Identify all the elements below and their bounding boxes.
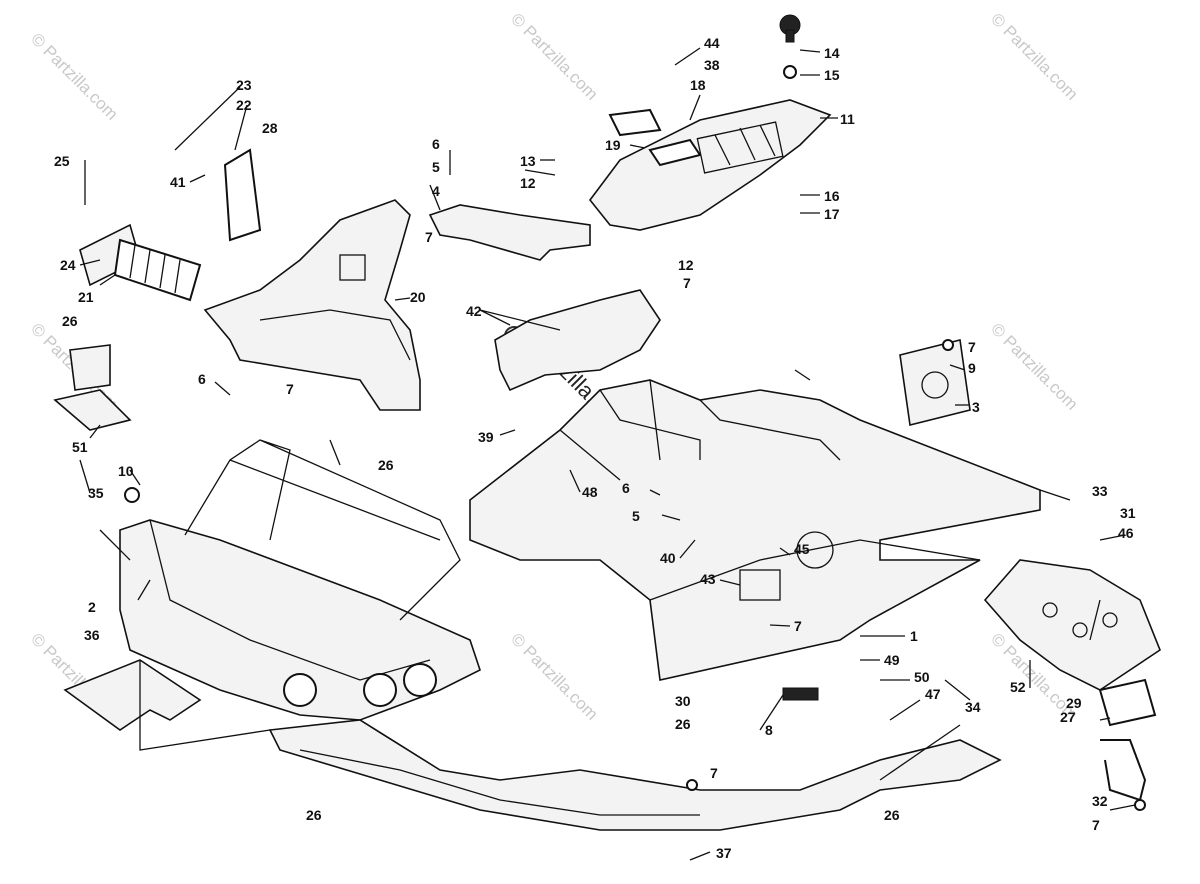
callout-5: 5 [432,159,440,175]
callout-43: 43 [700,571,716,587]
callout-26a: 26 [62,313,78,329]
left-plate [53,344,132,431]
callout-49: 49 [884,652,900,668]
watermark-tl: © Partzilla.com [27,29,121,123]
callout-6: 6 [432,136,440,152]
callout-10: 10 [118,463,134,479]
leader-lines [79,47,1136,861]
dash-panel [588,99,832,231]
callout-19: 19 [605,137,621,153]
watermark-mr: © Partzilla.com [987,319,1081,413]
callout-7g: 7 [1092,817,1100,833]
callout-34: 34 [965,699,981,715]
callout-32: 32 [1092,793,1108,809]
watermark-tc: © Partzilla.com [507,9,601,103]
callout-39: 39 [478,429,494,445]
callout-5b: 5 [632,508,640,524]
callout-7f: 7 [710,765,718,781]
callout-4: 4 [432,183,440,199]
callout-21: 21 [78,289,94,305]
callout-35: 35 [88,485,104,501]
watermark-tr: © Partzilla.com [987,9,1081,103]
tow-handle [1100,739,1147,802]
callout-40: 40 [660,550,676,566]
callout-8: 8 [765,722,773,738]
callout-46: 46 [1118,525,1134,541]
callout-7e: 7 [794,618,802,634]
callout-28: 28 [262,120,278,136]
callout-20: 20 [410,289,426,305]
fasteners [124,14,1157,811]
callout-26d: 26 [306,807,322,823]
callout-26b: 26 [378,457,394,473]
callout-31: 31 [1120,505,1136,521]
callout-48: 48 [582,484,598,500]
callout-7d: 7 [968,339,976,355]
callout-2: 2 [88,599,96,615]
mount-plate [899,339,971,426]
nose-cone [203,199,421,411]
callout-41: 41 [170,174,186,190]
callout-12b: 12 [678,257,694,273]
callout-15: 15 [824,67,840,83]
belly-pan [983,559,1161,691]
callout-16: 16 [824,188,840,204]
callout-37: 37 [716,845,732,861]
callout-38: 38 [704,57,720,73]
callout-26e: 26 [884,807,900,823]
callout-14: 14 [824,45,840,61]
callout-9: 9 [968,360,976,376]
callout-11: 11 [840,111,855,127]
callout-7a: 7 [425,229,433,245]
callout-12a: 12 [520,175,536,191]
watermark-bc: © Partzilla.com [507,629,601,723]
callout-3: 3 [972,399,980,415]
callout-52: 52 [1010,679,1026,695]
callout-51: 51 [72,439,88,455]
callout-27: 27 [1060,709,1076,725]
callout-30: 30 [675,693,691,709]
callout-47: 47 [925,686,941,702]
callout-26c: 26 [675,716,691,732]
callout-13: 13 [520,153,536,169]
steering-support [494,289,661,392]
callout-36: 36 [84,627,100,643]
callout-18: 18 [690,77,706,93]
callout-7b: 7 [683,275,691,291]
callout-33: 33 [1092,483,1108,499]
callout-24: 24 [60,257,76,273]
callout-45: 45 [794,541,810,557]
callout-1: 1 [910,628,918,644]
callout-44: 44 [704,35,720,51]
callout-50: 50 [914,669,930,685]
callout-17: 17 [824,206,840,222]
callouts: 1 2 3 5 5 6 6 6 7 7 7 7 7 7 7 8 9 10 11 … [54,35,1136,861]
callout-42: 42 [466,303,482,319]
callout-6c: 6 [622,480,630,496]
mount-bracket [428,204,591,261]
callout-25: 25 [54,153,70,169]
skid-pan [268,719,1002,831]
callout-22: 22 [236,97,252,113]
callout-6b: 6 [198,371,206,387]
callout-29: 29 [1066,695,1082,711]
bumper-frame [119,439,481,721]
callout-7c: 7 [286,381,294,397]
main-frame [469,379,1041,681]
air-intake [79,223,202,302]
callout-23: 23 [236,77,252,93]
